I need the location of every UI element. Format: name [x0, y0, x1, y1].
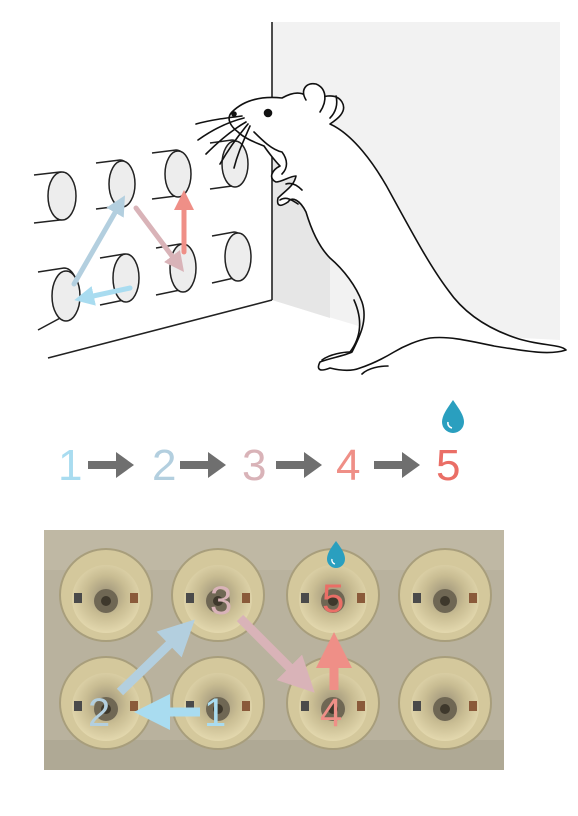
photo-arrow-2-to-3 — [116, 619, 195, 696]
photo-port-label-2: 2 — [88, 691, 110, 735]
photo-arrow-3-to-4 — [236, 614, 315, 693]
sequence-step-3: 3 — [242, 441, 266, 490]
drop-highlight — [447, 421, 453, 429]
illus-port-r2c1 — [37, 267, 81, 331]
illus-arrow-1-to-2 — [74, 285, 133, 306]
photo-port-r1c3 — [286, 548, 380, 642]
photo-port-label-4: 4 — [320, 691, 342, 735]
photo-port-label-5: 5 — [322, 577, 344, 621]
illustration-path-arrows — [71, 190, 194, 306]
sequence-step-1: 1 — [58, 441, 82, 490]
sequence-arrow-icon — [276, 452, 322, 478]
illus-port-r1c3 — [151, 149, 192, 200]
photo-port-label-1: 1 — [204, 691, 226, 735]
illus-port-r2c2 — [99, 253, 140, 306]
sequence-arrow-icon — [88, 452, 134, 478]
photo-port-label-3: 3 — [210, 579, 232, 623]
photo-path-arrows — [116, 614, 352, 730]
photo-port-r1c4 — [398, 548, 492, 642]
photo-port-r2c4 — [398, 656, 492, 750]
illus-port-r1c2 — [95, 159, 136, 210]
sequence-step-2: 2 — [152, 441, 176, 490]
illus-arrow-3-to-4 — [133, 205, 184, 272]
port-photo: 1 2 3 4 5 — [44, 530, 504, 770]
sequence-arrow-icon — [374, 452, 420, 478]
sequence-step-5: 5 — [436, 441, 460, 490]
illus-port-r1c4 — [209, 139, 249, 190]
sequence-arrow-icon — [180, 452, 226, 478]
photo-port-r2c2 — [171, 656, 265, 750]
mouse-icon — [195, 82, 567, 375]
illus-port-r2c3 — [155, 243, 197, 296]
floor-edge-line — [47, 299, 273, 359]
water-drop-icon — [442, 400, 464, 433]
port-array-illustration — [33, 139, 252, 331]
illus-port-r2c4 — [211, 231, 252, 284]
illus-port-r1c1 — [33, 171, 77, 224]
drop-highlight — [331, 558, 336, 565]
sequence-row: 1 2 3 4 5 — [58, 441, 460, 490]
sequence-step-4: 4 — [336, 441, 360, 490]
mouse-illustration — [33, 22, 567, 375]
sequence-arrows — [88, 452, 420, 478]
illus-arrow-2-to-3 — [71, 195, 125, 287]
mouse-eye — [263, 108, 273, 118]
photo-port-r1c1 — [59, 548, 153, 642]
